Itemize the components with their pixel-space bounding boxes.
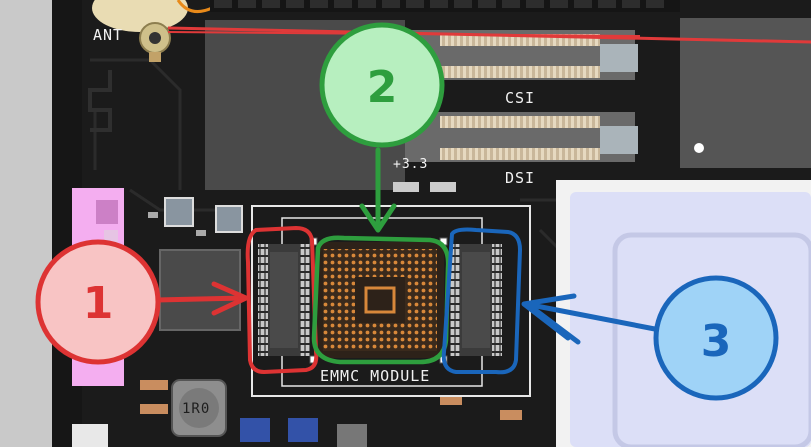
antenna-trace	[88, 70, 112, 132]
silk-inductor-label: 1R0	[182, 401, 210, 417]
small-components	[72, 182, 522, 447]
callout-1-number: 1	[83, 278, 114, 329]
silk-dsi-label: DSI	[505, 169, 535, 187]
chip-1-left-ic	[258, 244, 310, 356]
callout-2-number: 2	[367, 62, 398, 113]
callout-3-number: 3	[701, 316, 732, 367]
arrow-2	[359, 147, 397, 233]
callout-3: 3	[653, 275, 779, 401]
dsi-connector	[405, 112, 638, 162]
callout-1: 1	[35, 239, 161, 365]
chip-3-right-ic	[450, 244, 502, 356]
highlight-1-outline	[245, 225, 319, 375]
silk-ant-label: ANT	[93, 26, 123, 44]
inductor	[171, 379, 227, 437]
chip-2-bga-ic	[316, 242, 444, 358]
silk-csi-label: CSI	[505, 89, 535, 107]
arrow-3	[521, 293, 663, 345]
top-header-pins	[210, 0, 680, 12]
antenna-connector	[92, 0, 213, 62]
mounting-dot	[694, 143, 704, 153]
silk-3v3-label: +3.3	[393, 157, 428, 172]
arrow-1	[153, 281, 249, 316]
highlight-3-outline	[441, 227, 523, 375]
silk-emmc-module-label: EMMC MODULE	[320, 367, 430, 385]
callout-2: 2	[319, 22, 445, 148]
